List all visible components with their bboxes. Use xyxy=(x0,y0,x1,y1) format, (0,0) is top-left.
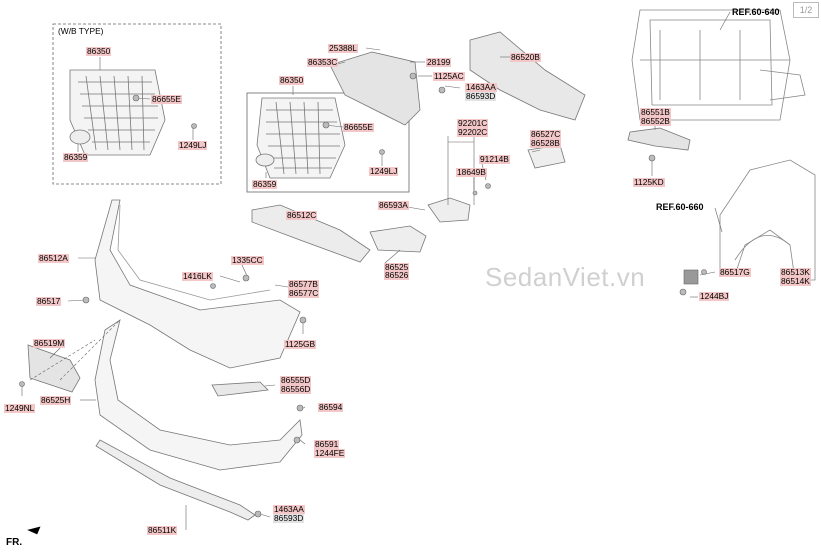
part-label[interactable]: 86353C xyxy=(307,57,339,67)
part-label[interactable]: 86655E xyxy=(151,94,182,104)
part-label[interactable]: 86593D xyxy=(465,91,497,101)
part-label[interactable]: 86517G xyxy=(719,267,751,277)
part-label[interactable]: 1416LK xyxy=(182,271,213,281)
part-label[interactable]: 86350 xyxy=(86,46,112,56)
part-label[interactable]: 86655E xyxy=(343,122,374,132)
bumper-cover-86512a xyxy=(94,199,301,369)
part-label[interactable]: 86513K xyxy=(780,267,811,277)
part-label[interactable]: 1463AA xyxy=(465,82,497,92)
grille-b xyxy=(255,97,346,179)
part-label[interactable]: 28199 xyxy=(426,57,452,67)
part-label[interactable]: 86512C xyxy=(286,210,318,220)
part-label[interactable]: 86551B xyxy=(640,107,671,117)
part-label[interactable]: 86517 xyxy=(36,296,62,306)
grille-a xyxy=(69,69,166,156)
fog-cover xyxy=(369,225,427,253)
part-label[interactable]: 86577B xyxy=(288,279,319,289)
part-label[interactable]: 18649B xyxy=(456,167,487,177)
fog-lamp xyxy=(427,197,471,223)
fender xyxy=(719,159,816,281)
part-label[interactable]: 1249LJ xyxy=(178,140,208,150)
part-label[interactable]: 86594 xyxy=(318,402,344,412)
reflector-86519m xyxy=(27,344,81,393)
part-label[interactable]: 86591 xyxy=(314,439,340,449)
part-label[interactable]: 86512A xyxy=(38,253,69,263)
part-label[interactable]: 91214B xyxy=(479,154,510,164)
part-label[interactable]: 86577C xyxy=(288,288,320,298)
part-label[interactable]: 86593A xyxy=(378,200,409,210)
part-label[interactable]: 86511K xyxy=(147,525,178,535)
bracket-86551b xyxy=(627,127,691,151)
part-label[interactable]: 92202C xyxy=(457,127,489,137)
part-label[interactable]: 86519M xyxy=(33,338,66,348)
part-label[interactable]: 1125KD xyxy=(633,177,665,187)
trim-86555d xyxy=(211,381,269,397)
part-label[interactable]: 86593D xyxy=(273,513,305,523)
part-label[interactable]: 86526 xyxy=(384,270,410,280)
part-label[interactable]: 86359 xyxy=(63,152,89,162)
part-label[interactable]: 86556D xyxy=(280,384,312,394)
part-label[interactable]: 1249LJ xyxy=(369,166,399,176)
part-label[interactable]: 86359 xyxy=(252,179,278,189)
radiator-support xyxy=(631,9,806,121)
grille-box xyxy=(246,92,410,193)
cover-86353c xyxy=(329,51,421,126)
wb-type-label: (W/B TYPE) xyxy=(58,26,104,36)
part-label[interactable]: 1125GB xyxy=(284,339,317,349)
part-label[interactable]: 86527C xyxy=(530,129,562,139)
watermark: SedanViet.vn xyxy=(485,262,646,292)
part-label[interactable]: 86555D xyxy=(280,375,312,385)
part-label[interactable]: 1249NL xyxy=(4,403,36,413)
part-label[interactable]: 86525H xyxy=(40,395,72,405)
wb-type-box xyxy=(52,23,222,185)
ref-radiator-support[interactable]: REF.60-640 xyxy=(732,7,780,17)
absorber-86520b xyxy=(469,31,586,121)
part-label[interactable]: 1244BJ xyxy=(699,291,730,301)
strip-86511k xyxy=(95,439,256,521)
valance-86525h xyxy=(94,319,303,471)
part-label[interactable]: 1244FE xyxy=(314,448,346,458)
page-indicator: 1/2 xyxy=(793,2,819,18)
part-label[interactable]: 86350 xyxy=(279,75,305,85)
part-label[interactable]: 86520B xyxy=(510,52,541,62)
direction-label: FR. xyxy=(6,537,23,548)
fasteners xyxy=(19,72,707,535)
lower-grille-86512c xyxy=(251,204,371,263)
part-label[interactable]: 1125AC xyxy=(433,71,465,81)
part-label[interactable]: 1463AA xyxy=(273,504,305,514)
side-trim-86527c xyxy=(527,144,566,169)
part-label[interactable]: 25388L xyxy=(328,43,358,53)
part-label[interactable]: 92201C xyxy=(457,118,489,128)
part-label[interactable]: 86528B xyxy=(530,138,561,148)
ref-fender[interactable]: REF.60-660 xyxy=(656,202,704,212)
part-label[interactable]: 1335CC xyxy=(231,255,264,265)
part-label[interactable]: 86525 xyxy=(384,262,410,272)
part-label[interactable]: 86514K xyxy=(780,276,811,286)
part-label[interactable]: 86552B xyxy=(640,116,671,126)
